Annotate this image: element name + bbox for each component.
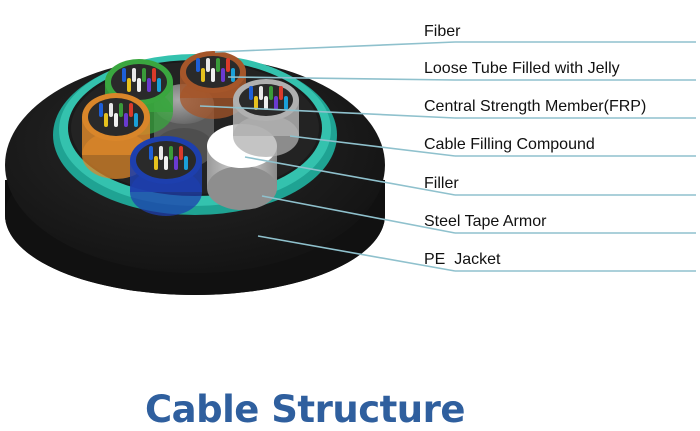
label-fiber: Fiber — [424, 23, 461, 40]
label-filler: Filler — [424, 175, 459, 192]
label-pe-jacket: PE Jacket — [424, 251, 501, 268]
label-central-strength-member: Central Strength Member(FRP) — [424, 98, 647, 115]
leader-line-pe-jacket — [257, 235, 696, 272]
leader-line-cable-filling-compound — [289, 135, 696, 157]
loose-tube-blue — [130, 136, 202, 216]
leader-lines — [199, 41, 696, 272]
loose-tube-brown — [180, 51, 246, 119]
fiber-bundle — [122, 68, 161, 92]
leader-line-loose-tube — [227, 76, 696, 81]
label-steel-tape-armor: Steel Tape Armor — [424, 213, 547, 230]
label-loose-tube: Loose Tube Filled with Jelly — [424, 60, 620, 77]
fiber-bundle — [249, 86, 288, 110]
fiber-bundle — [196, 58, 235, 82]
fiber-bundle — [99, 103, 138, 127]
loose-tube-gray — [233, 79, 299, 157]
label-cable-filling-compound: Cable Filling Compound — [424, 136, 595, 153]
leader-line-central-strength-member — [199, 105, 696, 119]
leader-line-fiber — [214, 41, 696, 53]
leader-line-steel-tape-armor — [261, 195, 696, 234]
fiber-bundle — [149, 146, 188, 170]
leader-line-filler — [244, 156, 696, 196]
diagram-title: Cable Structure — [145, 388, 466, 431]
